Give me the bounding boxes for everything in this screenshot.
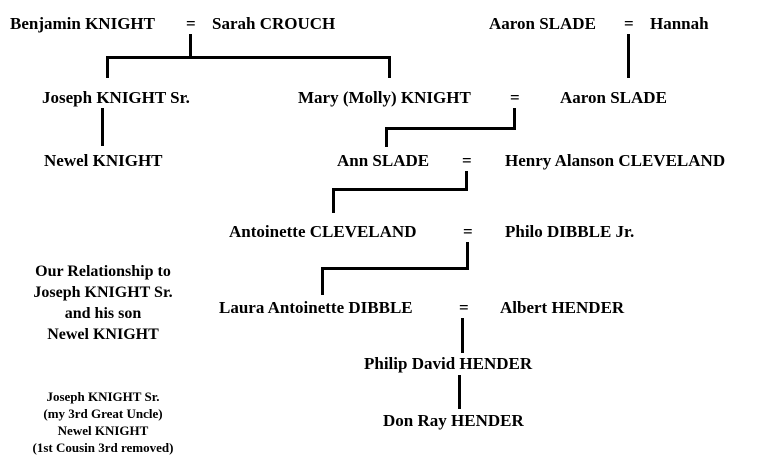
connector-mary-aaron-drop xyxy=(513,108,516,130)
caption-title-line-1: Our Relationship to xyxy=(35,263,171,280)
person-laura-antoinette-dibble: Laura Antoinette DIBBLE xyxy=(219,298,413,317)
person-henry-alanson-cleveland: Henry Alanson CLEVELAND xyxy=(505,151,726,170)
person-aaron-slade-younger: Aaron SLADE xyxy=(560,88,667,107)
connector-laura-albert-to-philip xyxy=(461,318,464,353)
caption-title-line-4: Newel KNIGHT xyxy=(47,326,159,343)
caption-title-line-3: and his son xyxy=(64,305,142,322)
connector-benjamin-sarah-bar xyxy=(106,56,391,59)
person-ann-slade: Ann SLADE xyxy=(337,151,430,170)
person-benjamin-knight: Benjamin KNIGHT xyxy=(10,14,155,33)
caption-note-line-4: (1st Cousin 3rd removed) xyxy=(32,440,174,455)
caption-note-line-1: Joseph KNIGHT Sr. xyxy=(46,389,160,404)
person-aaron-slade-elder: Aaron SLADE xyxy=(489,14,596,33)
caption-note-line-2: (my 3rd Great Uncle) xyxy=(43,406,163,421)
connector-ann-henry-bar xyxy=(332,188,468,191)
person-joseph-knight-sr: Joseph KNIGHT Sr. xyxy=(42,88,190,107)
caption-title-line-2: Joseph KNIGHT Sr. xyxy=(33,284,173,301)
connector-joseph-to-newel xyxy=(101,108,104,146)
person-antoinette-cleveland: Antoinette CLEVELAND xyxy=(229,222,417,241)
person-mary-molly-knight: Mary (Molly) KNIGHT xyxy=(298,88,471,107)
connector-to-antoinette xyxy=(332,188,335,213)
caption-note-line-3: Newel KNIGHT xyxy=(57,423,149,438)
person-newel-knight: Newel KNIGHT xyxy=(44,151,163,170)
connector-to-joseph-knight xyxy=(106,56,109,78)
person-don-ray-hender: Don Ray HENDER xyxy=(383,411,524,430)
marriage-symbol-mary-aaron: = xyxy=(510,88,520,107)
connector-to-laura-dibble xyxy=(321,267,324,295)
person-philo-dibble-jr: Philo DIBBLE Jr. xyxy=(505,222,635,241)
person-sarah-crouch: Sarah CROUCH xyxy=(212,14,336,33)
connector-philip-to-don-ray xyxy=(458,375,461,409)
connector-mary-aaron-bar xyxy=(385,127,516,130)
connector-ann-henry-drop xyxy=(465,171,468,191)
connector-antoinette-philo-drop xyxy=(466,242,469,270)
marriage-symbol-benjamin-sarah: = xyxy=(186,14,196,33)
marriage-symbol-laura-albert: = xyxy=(459,298,469,317)
person-hannah: Hannah xyxy=(650,14,709,33)
marriage-symbol-ann-henry: = xyxy=(462,151,472,170)
connector-antoinette-philo-bar xyxy=(321,267,469,270)
connector-benjamin-sarah-drop xyxy=(189,34,192,58)
connector-aaron-hannah-to-aaron-slade xyxy=(627,34,630,78)
connector-to-ann-slade xyxy=(385,127,388,147)
marriage-symbol-aaron-hannah: = xyxy=(624,14,634,33)
person-albert-hender: Albert HENDER xyxy=(500,298,625,317)
person-philip-david-hender: Philip David HENDER xyxy=(364,354,533,373)
connector-to-mary-knight xyxy=(388,56,391,78)
marriage-symbol-antoinette-philo: = xyxy=(463,222,473,241)
